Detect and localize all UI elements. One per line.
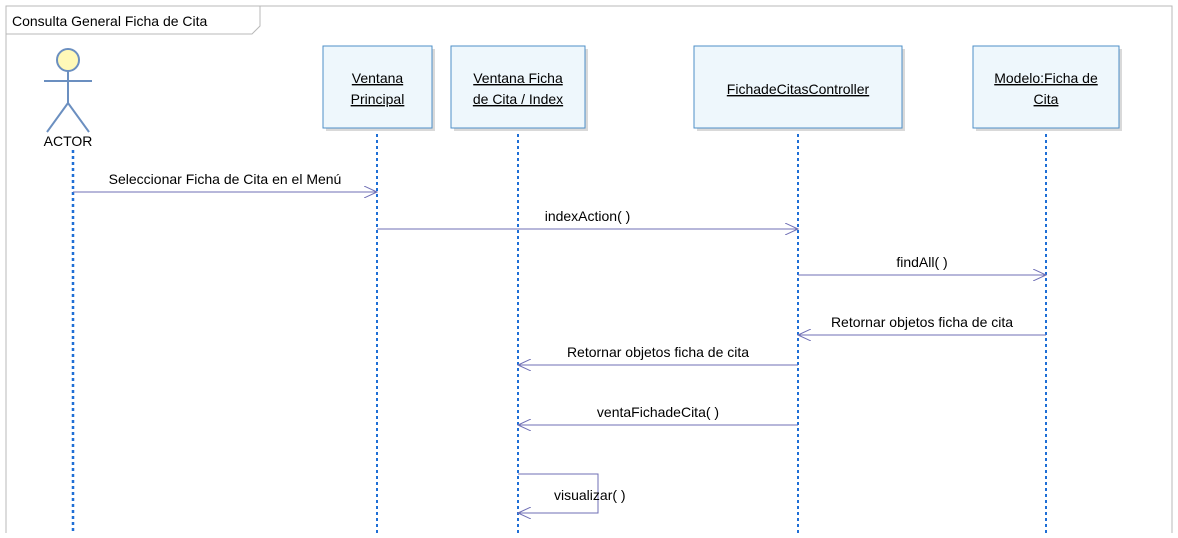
message: ventaFichadeCita( ) <box>518 404 798 425</box>
lifeline-box-rect <box>322 45 433 129</box>
lifelines <box>71 128 1047 538</box>
lifeline-name-line2: Cita <box>1034 91 1059 107</box>
lifeline-name-line1: Ventana <box>352 70 404 86</box>
frame-label-tab <box>5 5 261 35</box>
message-label: Retornar objetos ficha de cita <box>831 314 1013 330</box>
frame-title: Consulta General Ficha de Cita <box>12 13 208 29</box>
messages: Seleccionar Ficha de Cita en el Menú inde… <box>73 171 1046 513</box>
actor-name: ACTOR <box>44 133 93 149</box>
lifeline-box-ventana-ficha: Ventana Ficha de Cita / Index <box>450 45 588 131</box>
actor: ACTOR <box>44 48 93 149</box>
lifeline-box-rect <box>693 45 903 129</box>
message: Retornar objetos ficha de cita <box>798 314 1046 335</box>
frame-border <box>5 5 1173 538</box>
message-label: Seleccionar Ficha de Cita en el Menú <box>109 171 342 187</box>
lifeline-name-line1: Ventana Ficha <box>473 70 563 86</box>
lifeline-name-line2: de Cita / Index <box>473 91 563 107</box>
message-label: ventaFichadeCita( ) <box>597 404 719 420</box>
lifeline-box-rect <box>450 45 586 129</box>
lifeline-box-modelo: Modelo:Ficha de Cita <box>972 45 1122 131</box>
message-label: Retornar objetos ficha de cita <box>567 344 749 360</box>
message-label: findAll( ) <box>896 254 947 270</box>
self-message-arrow <box>518 473 599 513</box>
message: findAll( ) <box>798 254 1046 275</box>
message: indexAction( ) <box>377 208 798 229</box>
message: visualizar( ) <box>518 473 626 513</box>
message-label: visualizar( ) <box>554 487 626 503</box>
lifeline-box-rect <box>972 45 1120 129</box>
lifeline-name-line1: Modelo:Ficha de <box>994 70 1098 86</box>
stick-figure-actor-icon <box>44 48 92 133</box>
message: Seleccionar Ficha de Cita en el Menú <box>73 171 377 192</box>
message: Retornar objetos ficha de cita <box>518 344 798 365</box>
lifeline-name-line2: Principal <box>351 91 405 107</box>
message-label: indexAction( ) <box>545 208 631 224</box>
lifeline-box-controller: FichadeCitasController <box>693 45 905 131</box>
lifeline-name-line1: FichadeCitasController <box>727 81 870 97</box>
